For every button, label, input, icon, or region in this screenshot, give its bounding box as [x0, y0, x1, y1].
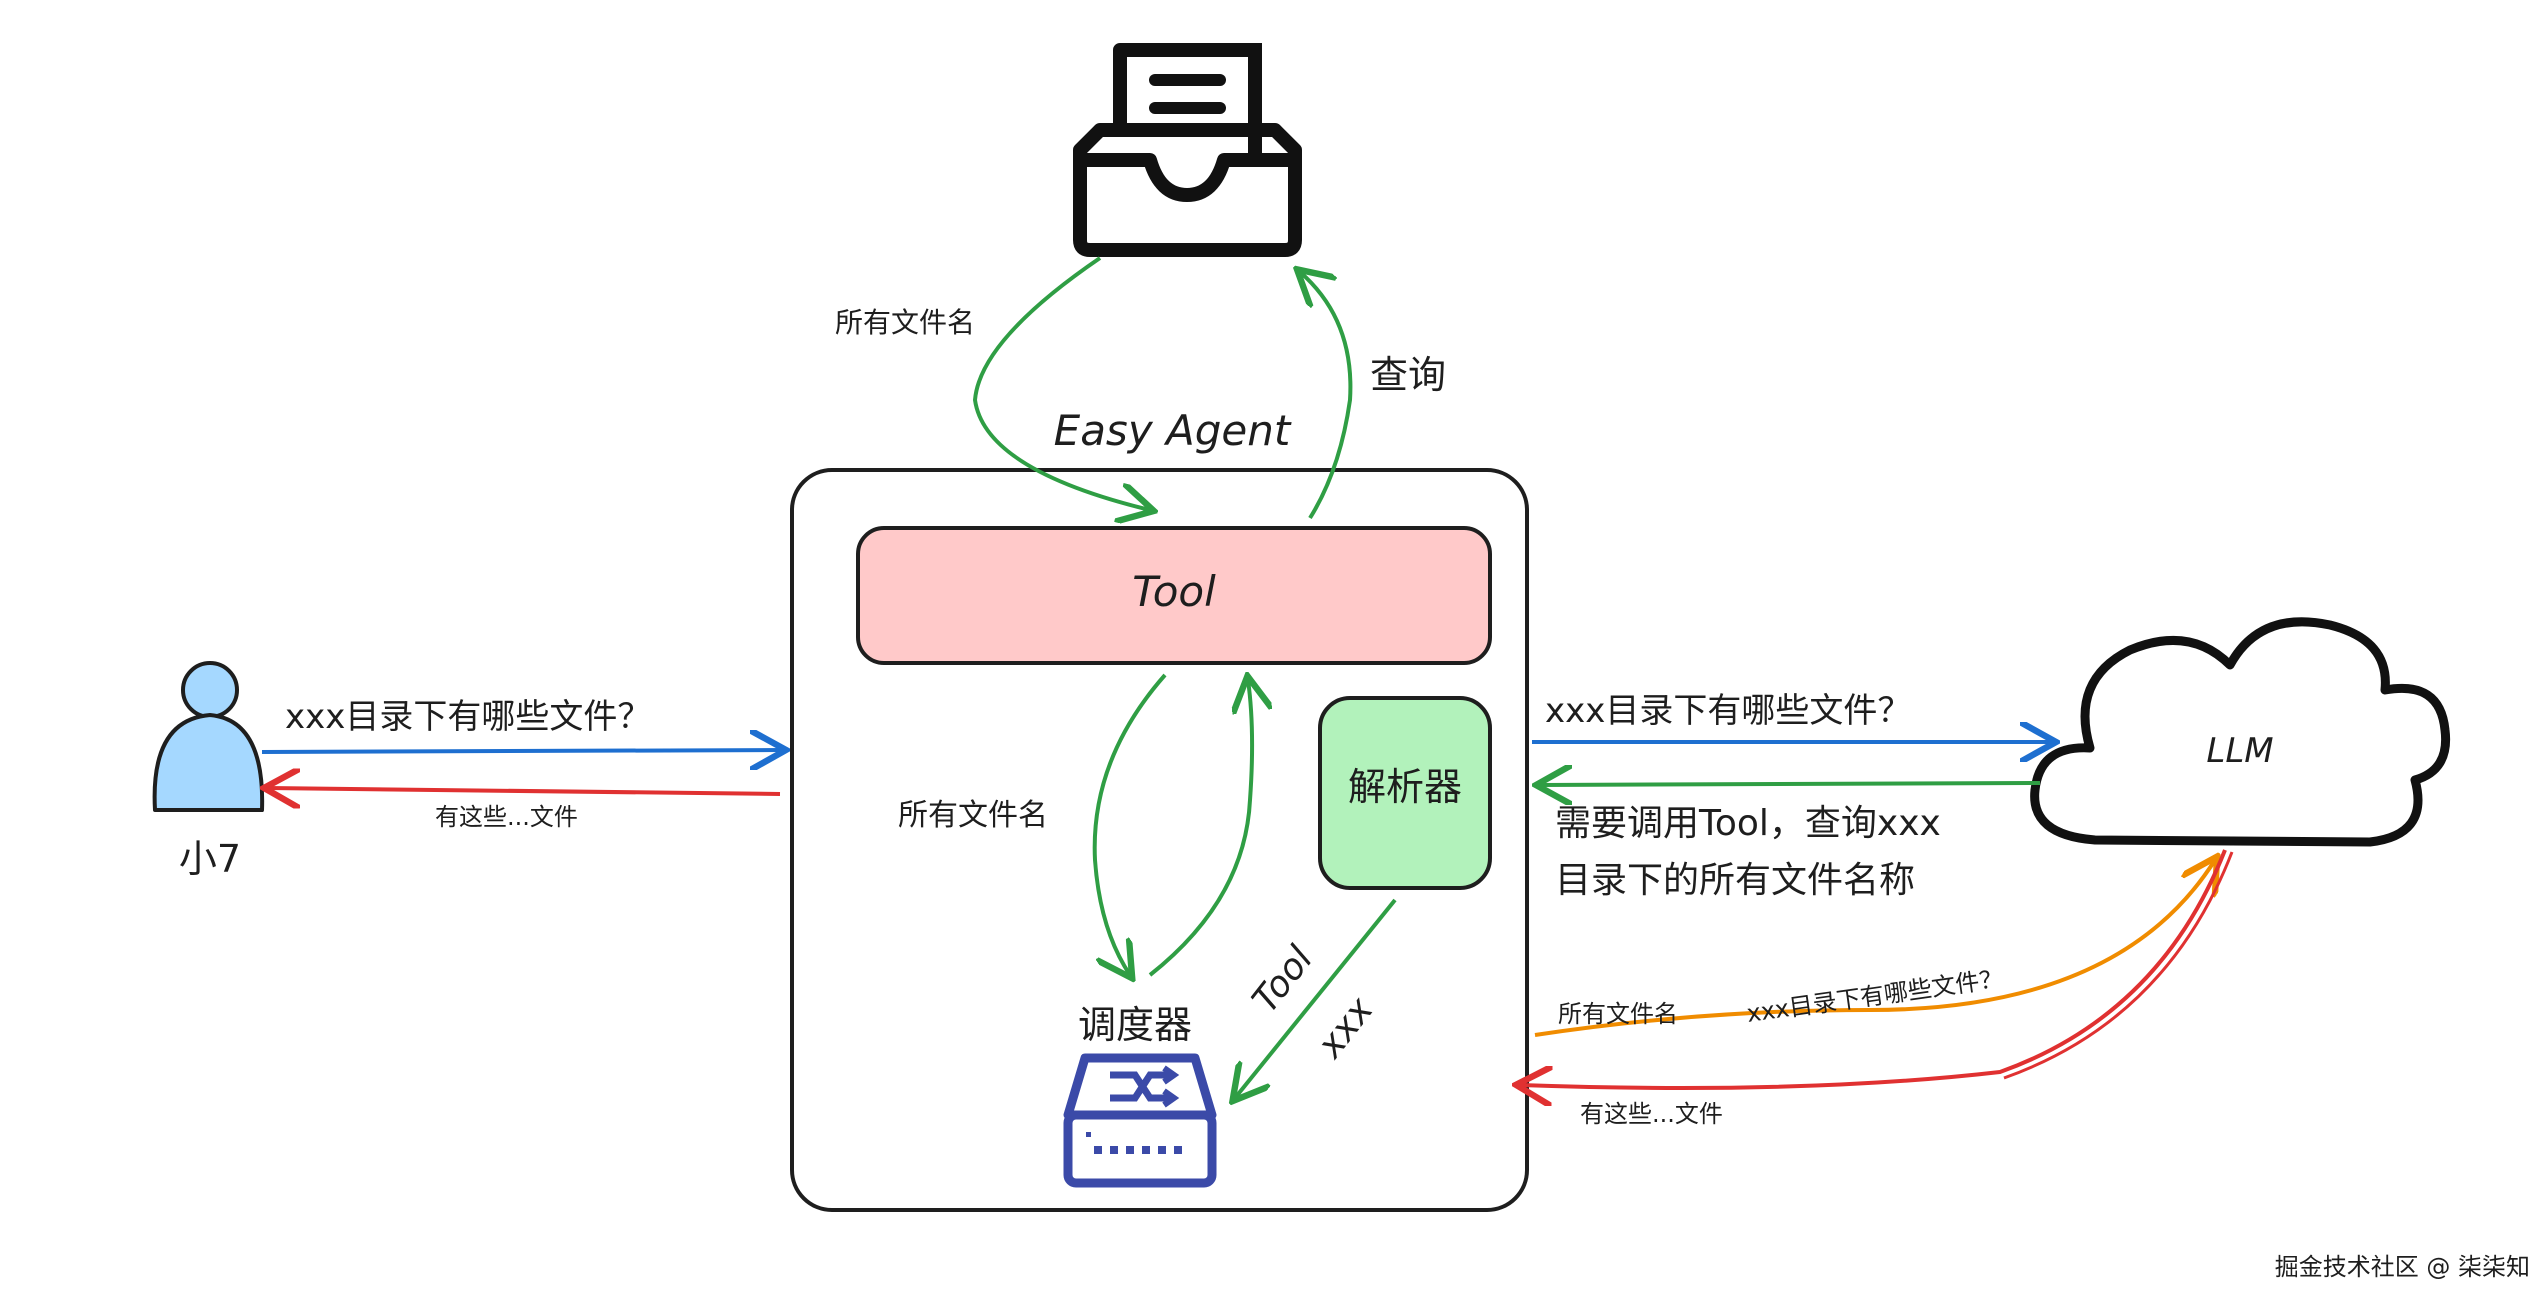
tool-to-scheduler-arrow: [1092, 673, 1167, 975]
parser-label: 解析器: [1348, 765, 1462, 809]
scheduler-label: 调度器: [1078, 1003, 1192, 1047]
llm-reply-line1: 需要调用Tool，查询xxx: [1555, 803, 1941, 844]
scheduler-switch-icon: [1063, 1053, 1217, 1188]
llm-question-small-text: xxx目录下有哪些文件？: [1745, 964, 2005, 1028]
scheduler-to-tool-arrow: [1148, 680, 1252, 977]
llm-question-text: xxx目录下有哪些文件？: [1545, 691, 1911, 731]
tool-label: Tool: [1132, 567, 1216, 616]
llm-reply-line2: 目录下的所有文件名称: [1555, 860, 1915, 901]
agent-to-user-arrow: [268, 788, 781, 794]
user-answer-text: 有这些...文件: [435, 803, 578, 831]
user-name: 小7: [179, 837, 241, 881]
storage-result-text: 所有文件名: [835, 306, 975, 339]
user-to-agent-arrow: [261, 750, 782, 752]
llm-to-agent-arrow: [1540, 783, 2041, 785]
agent-to-llm-curve-arrow: [1534, 860, 2215, 1037]
llm-to-agent-curve-arrow: [1520, 849, 2227, 1088]
storage-to-tool-arrow: [972, 256, 1150, 510]
watermark: 掘金技术社区 @ 柒柒知: [2275, 1253, 2530, 1281]
storage-query-text: 查询: [1370, 353, 1446, 397]
user-question-text: xxx目录下有哪些文件？: [285, 697, 651, 737]
tool-to-storage-arrow: [1300, 272, 1353, 520]
parser-box: [1318, 696, 1492, 890]
parser-to-scheduler-arrow: [1235, 898, 1397, 1098]
easy-agent-title: Easy Agent: [1054, 406, 1292, 455]
llm-files-text: 所有文件名: [1558, 1000, 1678, 1028]
llm-answer-text: 有这些...文件: [1580, 1100, 1723, 1128]
user-icon: [152, 661, 265, 812]
storage-inbox-icon: [1073, 43, 1302, 257]
llm-label: LLM: [2206, 731, 2273, 771]
tool-box: [856, 526, 1492, 665]
tool-result-text: 所有文件名: [898, 798, 1048, 833]
